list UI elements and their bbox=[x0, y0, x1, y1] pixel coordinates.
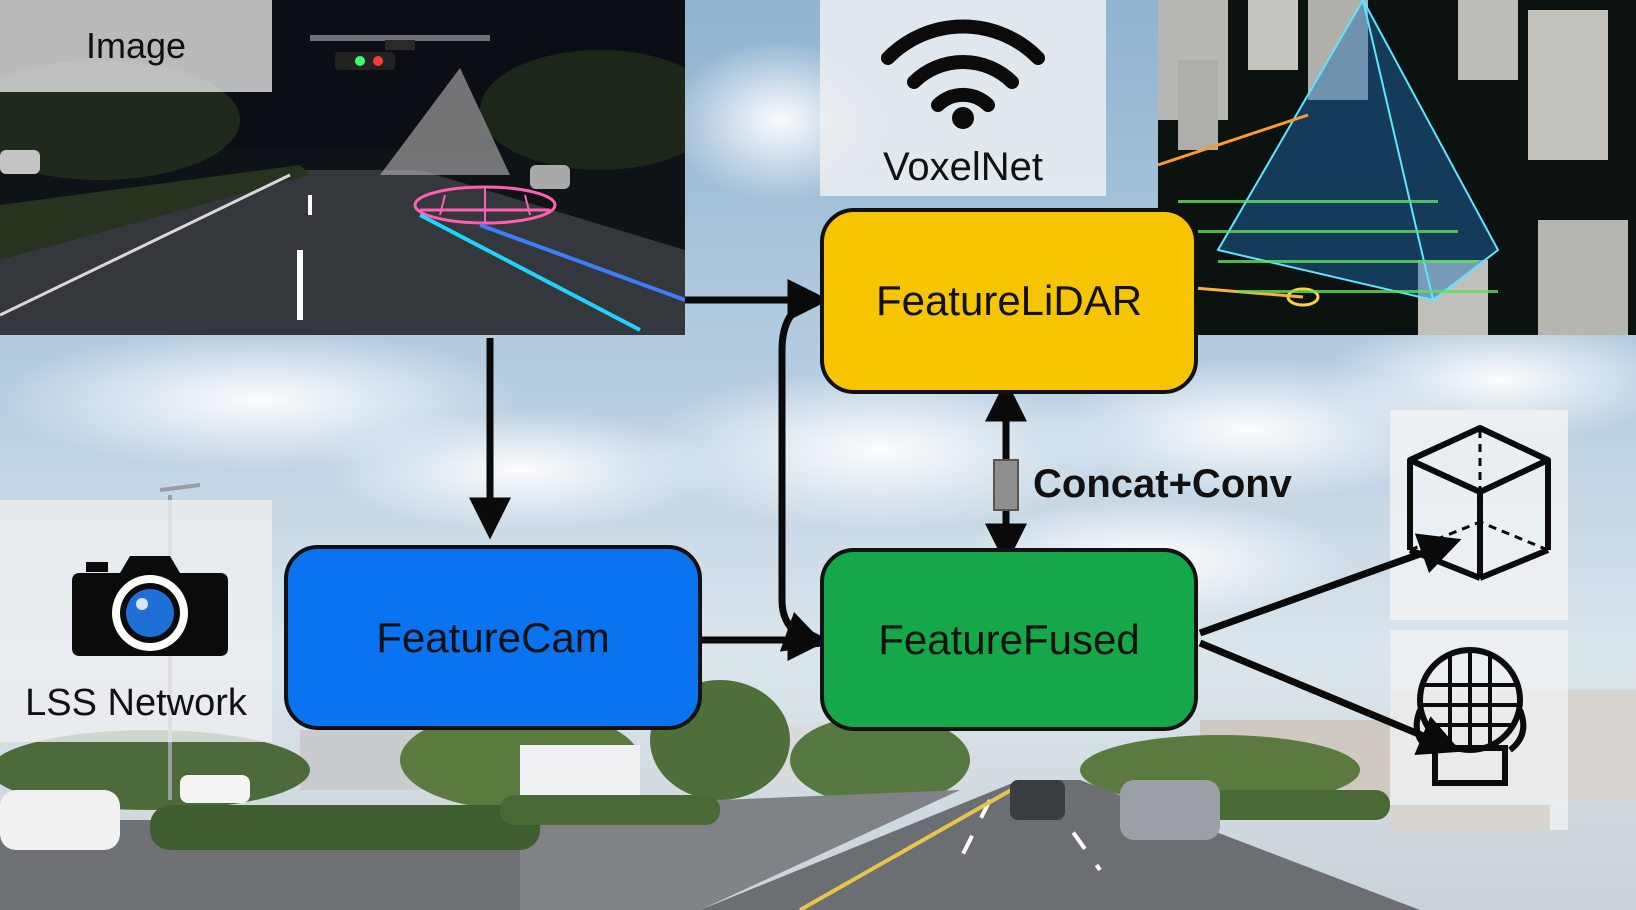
lss-network-panel: LSS Network bbox=[0, 500, 272, 742]
feature-lidar-label: FeatureLiDAR bbox=[876, 277, 1142, 325]
mesh-globe-icon-panel bbox=[1390, 630, 1568, 830]
mesh-globe-icon bbox=[1390, 630, 1568, 830]
cube-icon-panel bbox=[1390, 410, 1568, 620]
feature-lidar-node: FeatureLiDAR bbox=[820, 208, 1198, 394]
feature-cam-node: FeatureCam bbox=[284, 545, 702, 730]
cube-icon bbox=[1390, 410, 1568, 620]
voxelnet-label: VoxelNet bbox=[820, 145, 1106, 190]
voxelnet-panel: VoxelNet bbox=[820, 0, 1106, 196]
wifi-icon bbox=[878, 10, 1048, 130]
concat-conv-label: Concat+Conv bbox=[1033, 462, 1292, 507]
feature-fused-label: FeatureFused bbox=[878, 616, 1139, 664]
image-label: Image bbox=[86, 25, 186, 67]
camera-icon bbox=[70, 548, 230, 658]
feature-fused-node: FeatureFused bbox=[820, 548, 1198, 731]
lidar-city-scan-image bbox=[1158, 0, 1636, 335]
lss-network-label: LSS Network bbox=[0, 682, 272, 725]
feature-cam-label: FeatureCam bbox=[376, 614, 609, 662]
image-label-box: Image bbox=[0, 0, 272, 92]
